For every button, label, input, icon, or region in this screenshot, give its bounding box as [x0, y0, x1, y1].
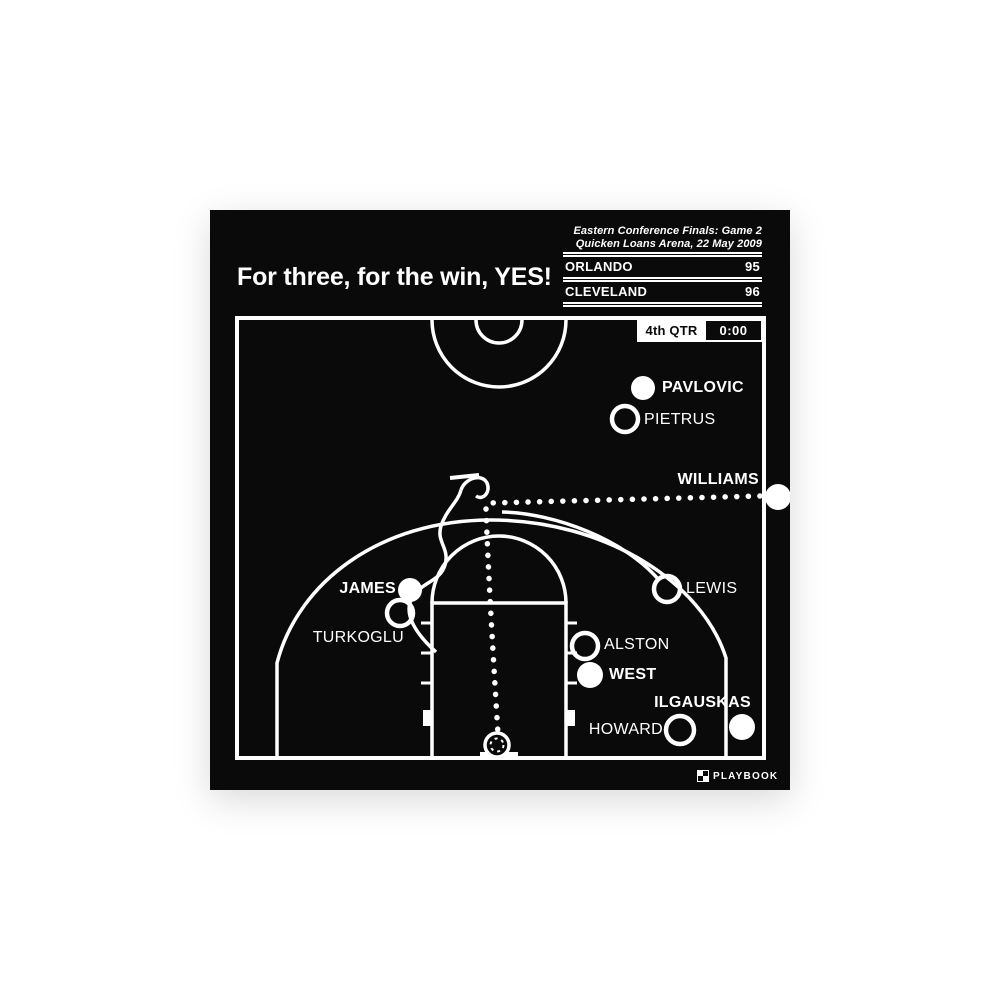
three-point-line: [275, 518, 728, 758]
pass-line: [487, 493, 763, 506]
scoreboard-row-orlando: ORLANDO 95: [563, 252, 762, 277]
player-marker-turkoglu: [384, 597, 416, 629]
player-label-ilgauskas: ILGAUSKAS: [654, 694, 751, 711]
team-score: 95: [744, 259, 760, 274]
center-circle-inner: [474, 319, 524, 345]
player-marker-ilgauskas: [729, 714, 755, 740]
free-throw-circle: [430, 534, 568, 604]
playbook-logo-icon: [697, 770, 709, 782]
team-name: ORLANDO: [565, 259, 633, 274]
player-label-james: JAMES: [339, 580, 396, 597]
player-marker-james: [398, 578, 422, 602]
team-name: CLEVELAND: [565, 284, 648, 299]
game-header-line2: Quicken Loans Arena, 22 May 2009: [575, 237, 762, 250]
quarter-label: 4th QTR: [645, 323, 698, 338]
player-label-alston: ALSTON: [604, 636, 670, 653]
player-label-pietrus: PIETRUS: [644, 411, 716, 428]
cut-line: [501, 510, 661, 582]
player-marker-west: [577, 662, 603, 688]
player-marker-alston: [569, 630, 601, 662]
screen-icon: [449, 473, 480, 480]
play-poster: Eastern Conference Finals: Game 2 Quicke…: [210, 210, 790, 790]
scoreboard-row-cleveland: CLEVELAND 96: [563, 277, 762, 307]
game-header: Eastern Conference Finals: Game 2 Quicke…: [432, 225, 762, 250]
shot-line: [483, 506, 501, 737]
player-markers: [384, 376, 790, 747]
scoreboard: ORLANDO 95 CLEVELAND 96: [563, 252, 762, 307]
player-marker-lewis: [651, 573, 683, 605]
dribble-line: [407, 489, 463, 654]
lane-hash-marks: [421, 621, 577, 726]
center-circle-outer: [430, 319, 568, 389]
time-remaining: 0:00: [706, 321, 761, 340]
player-label-lewis: LEWIS: [686, 580, 738, 597]
catch-hook-line: [459, 475, 490, 500]
playbook-brand: PLAYBOOK: [697, 769, 778, 783]
ball-icon: [483, 731, 511, 759]
player-marker-pietrus: [609, 403, 641, 435]
game-clock: 4th QTR 0:00: [637, 319, 763, 342]
player-label-pavlovic: PAVLOVIC: [662, 379, 744, 396]
game-header-line1: Eastern Conference Finals: Game 2: [573, 225, 762, 237]
player-marker-pavlovic: [631, 376, 655, 400]
player-label-west: WEST: [609, 666, 657, 683]
playbook-logo-text: PLAYBOOK: [713, 770, 779, 782]
player-label-williams: WILLIAMS: [677, 471, 759, 488]
poster-title: For three, for the win, YES!: [237, 263, 552, 291]
court-diagram: [235, 316, 790, 760]
player-label-turkoglu: TURKOGLU: [312, 629, 404, 646]
player-marker-williams: [765, 484, 790, 510]
player-marker-howard: [663, 713, 697, 747]
player-label-howard: HOWARD: [588, 721, 663, 738]
team-score: 96: [744, 284, 760, 299]
